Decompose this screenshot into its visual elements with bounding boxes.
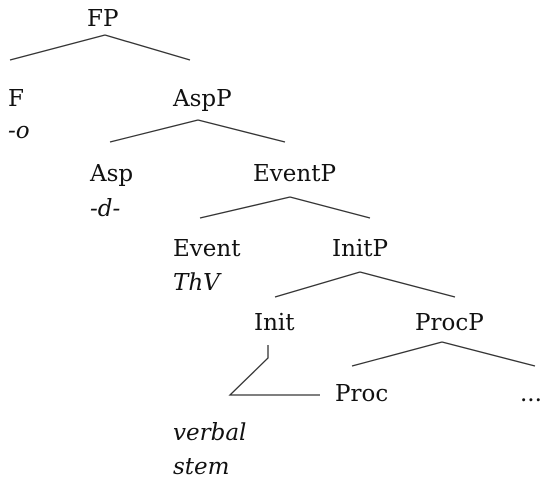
node-eventp: EventP: [253, 161, 336, 187]
edge-fp-f: [9, 34, 106, 61]
node-proc: Proc: [335, 381, 389, 407]
edge-init-proc-head-movement: [228, 345, 320, 396]
node-event: Event: [173, 236, 241, 262]
node-aspp: AspP: [173, 86, 232, 112]
node-ellipsis: ...: [520, 381, 542, 407]
node-initp: InitP: [332, 236, 388, 262]
edge-eventp-initp: [289, 196, 371, 219]
verbal-stem-line-2: stem: [173, 454, 230, 480]
exponent-asp: -d-: [90, 196, 121, 222]
edge-initp-init: [274, 271, 361, 298]
edge-procp-ellipsis: [441, 341, 536, 367]
edge-eventp-event: [199, 196, 291, 219]
edge-initp-procp: [359, 271, 456, 298]
node-f: F: [8, 86, 24, 112]
node-init: Init: [254, 310, 295, 336]
edge-procp-proc: [351, 341, 443, 367]
node-fp: FP: [87, 6, 119, 32]
edge-fp-aspp: [104, 34, 191, 61]
node-procp: ProcP: [415, 310, 484, 336]
node-asp: Asp: [90, 161, 134, 187]
exponent-f: -o: [8, 118, 30, 144]
exponent-event: ThV: [173, 270, 220, 296]
verbal-stem-line-1: verbal: [173, 420, 247, 446]
edge-aspp-eventp: [197, 119, 286, 143]
edge-aspp-asp: [109, 119, 199, 143]
